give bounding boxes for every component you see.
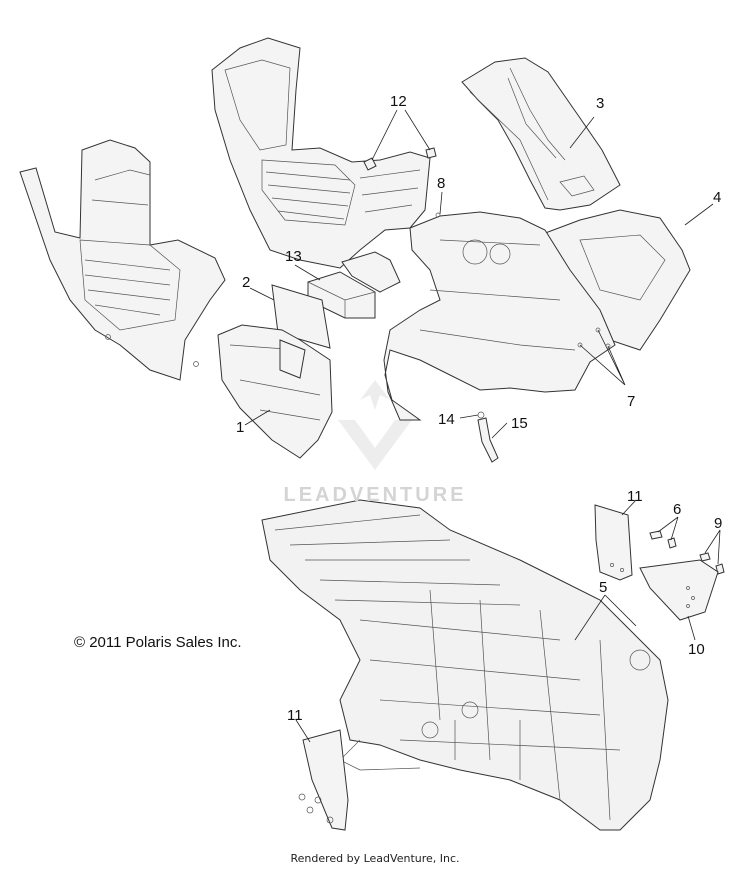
callout-15: 15 xyxy=(511,415,528,432)
bracket-part-10 xyxy=(639,559,719,641)
callout-4: 4 xyxy=(713,189,722,206)
callout-3: 3 xyxy=(596,95,605,112)
callout-11-lower: 11 xyxy=(287,707,303,724)
seat-part-3 xyxy=(461,57,621,211)
footer-text: Rendered by LeadVenture, Inc. xyxy=(290,852,460,865)
callout-13: 13 xyxy=(285,248,302,265)
callout-8: 8 xyxy=(437,175,446,192)
watermark-logo-icon xyxy=(338,380,412,470)
hose-part-14-15 xyxy=(459,411,508,463)
left-footwell-part xyxy=(19,139,226,381)
splash-plate-part-11-lower xyxy=(295,719,349,831)
callout-5: 5 xyxy=(599,579,608,596)
callout-7: 7 xyxy=(627,393,636,410)
copyright-text: © 2011 Polaris Sales Inc. xyxy=(74,634,242,651)
screw-12-icons xyxy=(363,109,437,171)
callout-6: 6 xyxy=(673,501,682,518)
callout-2: 2 xyxy=(242,274,251,291)
callout-12: 12 xyxy=(390,93,407,110)
splash-plate-part-11-upper xyxy=(594,499,637,581)
frame-part xyxy=(261,499,669,831)
right-footwell-part xyxy=(211,37,431,269)
callout-10: 10 xyxy=(688,641,705,658)
callout-1: 1 xyxy=(236,419,245,436)
watermark-text: LEADVENTURE xyxy=(283,484,467,506)
callout-9: 9 xyxy=(714,515,723,532)
screw-6-9-icons xyxy=(649,516,725,575)
callout-11-upper: 11 xyxy=(627,488,643,505)
callout-14: 14 xyxy=(438,411,455,428)
side-panel-part-1 xyxy=(217,324,333,459)
front-fender-part xyxy=(341,191,626,421)
